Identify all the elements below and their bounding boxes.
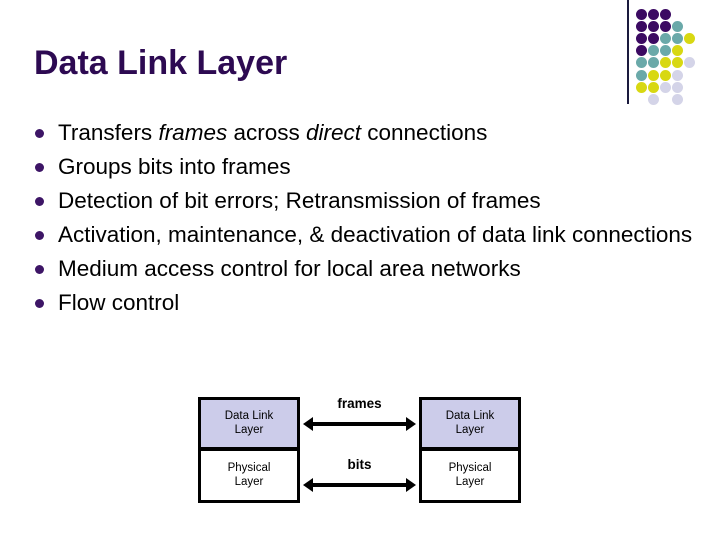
page-title: Data Link Layer xyxy=(34,44,288,82)
plain-text-run: Flow control xyxy=(58,290,180,315)
decorative-dot xyxy=(672,93,684,105)
decorative-dot xyxy=(648,45,660,57)
frames-arrow-shaft xyxy=(310,422,409,426)
decorative-dot xyxy=(672,45,684,57)
right-physical-layer-box[interactable]: Physical Layer xyxy=(419,450,521,503)
bullet-item-label: Detection of bit errors; Retransmission … xyxy=(58,188,541,213)
bits-arrow-left-head-icon xyxy=(303,478,313,492)
left-physical-layer-box[interactable]: Physical Layer xyxy=(198,450,300,503)
decorative-dot xyxy=(660,21,672,33)
decorative-dot xyxy=(660,57,672,69)
plain-text-run: connections xyxy=(361,120,488,145)
decorative-dot xyxy=(648,33,660,45)
decorative-dot xyxy=(660,45,672,57)
bits-arrow-label: bits xyxy=(347,457,372,472)
plain-text-run: Detection of bit errors; Retransmission … xyxy=(58,188,541,213)
decorative-dot xyxy=(636,57,647,69)
bullet-item-label: Flow control xyxy=(58,290,179,315)
header-divider-line xyxy=(627,0,629,104)
bullet-marker-icon xyxy=(35,163,44,172)
decorative-dot xyxy=(684,57,696,69)
decorative-dot xyxy=(684,33,696,45)
bits-arrow-shaft xyxy=(310,483,409,487)
decorative-dot xyxy=(648,81,660,93)
bullet-marker-icon xyxy=(35,231,44,240)
decorative-dot xyxy=(660,69,672,81)
frames-arrow-label: frames xyxy=(337,396,382,411)
bullet-marker-icon xyxy=(35,299,44,308)
plain-text-run: across xyxy=(227,120,306,145)
decorative-dot xyxy=(648,57,660,69)
bullet-item-medium-access-control: Medium access control for local area net… xyxy=(30,252,702,285)
frames-bidirectional-arrow-icon xyxy=(303,417,416,431)
decorative-dot xyxy=(636,21,647,33)
decorative-dot xyxy=(660,81,672,93)
dot-grid-decoration xyxy=(636,9,720,105)
bullet-list: Transfers frames across direct connectio… xyxy=(30,116,702,320)
bullet-item-label: Transfers frames across direct connectio… xyxy=(58,120,487,145)
emphasized-term: direct xyxy=(305,120,362,145)
bullet-item-groups-bits: Groups bits into frames xyxy=(30,150,702,183)
decorative-dot xyxy=(672,81,684,93)
decorative-dot xyxy=(648,21,660,33)
decorative-dot xyxy=(636,9,647,20)
right-physical-layer-label: Physical Layer xyxy=(448,462,492,488)
decorative-dot xyxy=(672,33,684,45)
left-physical-layer-label: Physical Layer xyxy=(227,462,271,488)
decorative-dot xyxy=(636,81,647,93)
decorative-dot xyxy=(660,9,672,20)
decorative-dot xyxy=(648,9,660,20)
bullet-item-label: Activation, maintenance, & deactivation … xyxy=(58,222,692,247)
decorative-dot xyxy=(648,69,660,81)
frames-arrow-right-head-icon xyxy=(406,417,416,431)
plain-text-run: Medium access control for local area net… xyxy=(58,256,521,281)
decorative-dot xyxy=(660,33,672,45)
right-data-link-layer-label: Data Link Layer xyxy=(445,410,495,436)
bullet-item-activation-maintenance: Activation, maintenance, & deactivation … xyxy=(30,218,702,251)
bullet-marker-icon xyxy=(35,129,44,138)
bullet-marker-icon xyxy=(35,265,44,274)
frames-arrow-left-head-icon xyxy=(303,417,313,431)
decorative-dot xyxy=(636,33,647,45)
plain-text-run: Transfers xyxy=(58,120,159,145)
left-data-link-layer-label: Data Link Layer xyxy=(224,410,274,436)
decorative-dot xyxy=(648,93,660,105)
bullet-marker-icon xyxy=(35,197,44,206)
bullet-item-transfers-frames: Transfers frames across direct connectio… xyxy=(30,116,702,149)
bits-bidirectional-arrow-icon xyxy=(303,478,416,492)
bullet-item-label: Groups bits into frames xyxy=(58,154,291,179)
decorative-dot xyxy=(636,45,647,57)
emphasized-term: frames xyxy=(158,120,228,145)
decorative-dot xyxy=(672,21,684,33)
decorative-dot xyxy=(672,57,684,69)
left-data-link-layer-box[interactable]: Data Link Layer xyxy=(198,397,300,450)
bullet-item-error-detection: Detection of bit errors; Retransmission … xyxy=(30,184,702,217)
plain-text-run: Activation, maintenance, & deactivation … xyxy=(58,222,693,247)
bits-arrow-right-head-icon xyxy=(406,478,416,492)
bullet-item-label: Medium access control for local area net… xyxy=(58,256,521,281)
decorative-dot xyxy=(636,69,647,81)
plain-text-run: Groups bits into frames xyxy=(58,154,291,179)
decorative-dot xyxy=(672,69,684,81)
right-data-link-layer-box[interactable]: Data Link Layer xyxy=(419,397,521,450)
bullet-item-flow-control: Flow control xyxy=(30,286,702,319)
